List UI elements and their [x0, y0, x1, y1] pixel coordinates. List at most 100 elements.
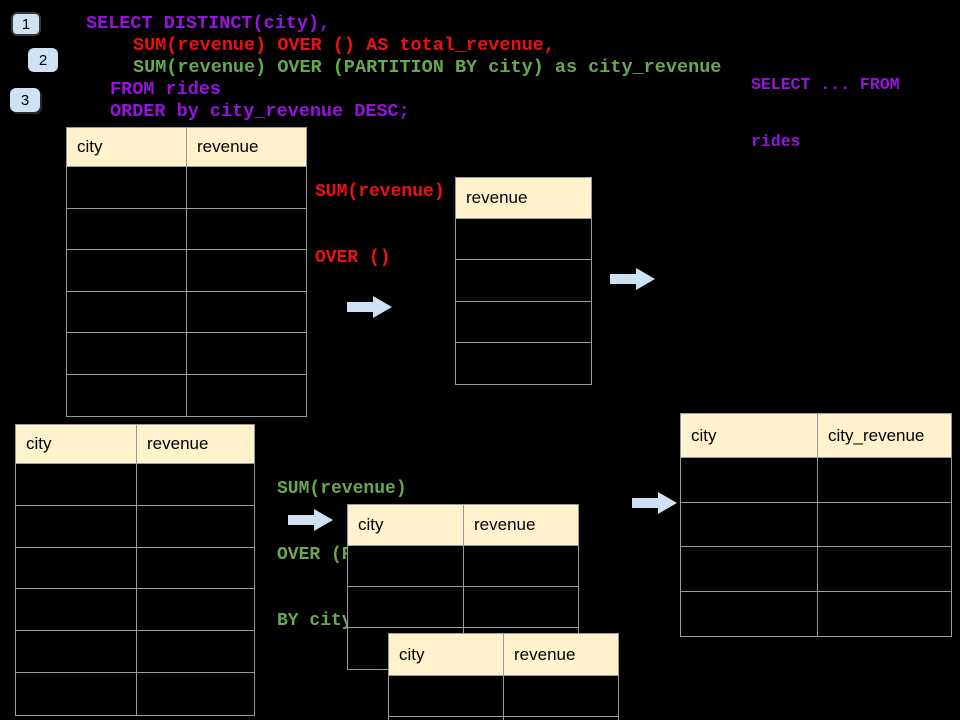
- table-cell-empty: [456, 343, 591, 384]
- sql-side-note-line: rides: [751, 132, 801, 151]
- annotation-line: OVER (): [315, 248, 391, 268]
- table-cell-empty: [67, 167, 187, 208]
- arrow-total-step-2-icon: [610, 267, 656, 291]
- column-header-city: city: [67, 128, 187, 166]
- table-cell-empty: [456, 260, 591, 300]
- table-cell-empty: [389, 717, 504, 720]
- table-row: [16, 672, 254, 715]
- sql-line-order-by: ORDER by city_revenue DESC;: [110, 101, 410, 122]
- arrow-partition-step-1-icon: [288, 508, 334, 532]
- column-header-revenue: revenue: [514, 644, 576, 664]
- table-cell-empty: [456, 302, 591, 342]
- table-cell-empty: [187, 333, 306, 374]
- table-cell-empty: [16, 547, 137, 589]
- table-cell-empty: [137, 589, 254, 630]
- table-cell-empty: [464, 587, 578, 627]
- table-cell-empty: [187, 209, 306, 250]
- source-rides-table-top: city revenue: [66, 127, 307, 417]
- table-row: [389, 676, 618, 717]
- table-row: [456, 302, 591, 343]
- column-header-city: city: [16, 425, 137, 463]
- table-cell-empty: [187, 375, 306, 417]
- table-row: [681, 591, 951, 637]
- column-header-revenue: revenue: [466, 188, 528, 207]
- table-cell-empty: [16, 672, 137, 715]
- table-row: [348, 546, 578, 587]
- sql-line-total-revenue: SUM(revenue) OVER () AS total_revenue,: [133, 35, 555, 56]
- table-row: [67, 291, 306, 333]
- source-rides-table-bottom: city revenue: [15, 424, 255, 716]
- sql-line-city-revenue: SUM(revenue) OVER (PARTITION BY city) as…: [133, 57, 722, 78]
- table-cell-empty: [67, 208, 187, 249]
- table-row: [16, 464, 254, 506]
- table-cell-empty: [137, 548, 254, 589]
- table-cell-empty: [818, 458, 951, 502]
- table-row: [67, 208, 306, 250]
- table-cell-empty: [137, 506, 254, 547]
- table-cell-empty: [16, 464, 137, 505]
- table-cell-empty: [348, 587, 464, 627]
- column-header-city: city: [348, 505, 464, 545]
- column-header-revenue: revenue: [474, 515, 536, 534]
- table-cell-empty: [16, 589, 137, 631]
- column-header-revenue: revenue: [197, 137, 259, 156]
- table-row: [681, 547, 951, 592]
- table-row: [456, 260, 591, 302]
- total-revenue-table: revenue: [455, 177, 592, 386]
- table-cell-empty: [67, 291, 187, 332]
- table-cell-empty: [456, 219, 591, 259]
- annotation-line: SUM(revenue): [277, 479, 407, 499]
- table-cell-empty: [137, 631, 254, 672]
- table-row: [456, 343, 591, 384]
- table-cell-empty: [67, 250, 187, 291]
- table-cell-empty: [16, 505, 137, 547]
- arrow-partition-step-2-icon: [632, 491, 678, 515]
- sql-side-note: SELECT ... FROM rides: [751, 37, 900, 189]
- table-row: [67, 167, 306, 209]
- table-header-row: city revenue: [348, 505, 578, 546]
- annotation-line: SUM(revenue): [315, 182, 445, 202]
- column-header-revenue: revenue: [147, 434, 209, 453]
- table-row: [16, 631, 254, 673]
- table-cell-empty: [187, 292, 306, 333]
- table-row: [67, 333, 306, 375]
- step-badge-2: 2: [28, 48, 58, 72]
- table-row: [16, 547, 254, 590]
- table-cell-empty: [16, 631, 137, 672]
- step-badge-3: 3: [10, 88, 40, 112]
- table-cell-empty: [818, 592, 951, 637]
- table-cell-empty: [681, 591, 818, 636]
- column-header-city: city: [389, 634, 504, 675]
- table-cell-empty: [137, 464, 254, 505]
- table-row: [67, 374, 306, 417]
- table-cell-empty: [187, 167, 306, 208]
- table-cell-empty: [137, 673, 254, 715]
- table-header-row: city revenue: [389, 634, 618, 676]
- table-row: [681, 502, 951, 547]
- table-row: [681, 458, 951, 503]
- table-header-row: revenue: [456, 178, 591, 219]
- table-header-row: city revenue: [67, 128, 306, 167]
- step-badge-1: 1: [11, 12, 41, 36]
- table-cell-empty: [187, 250, 306, 291]
- table-row: [389, 717, 618, 720]
- table-row: [16, 505, 254, 548]
- table-row: [348, 587, 578, 628]
- table-row: [16, 589, 254, 632]
- table-cell-empty: [464, 546, 578, 586]
- partitioned-city-table-front: city revenue: [388, 633, 619, 720]
- table-header-row: city revenue: [16, 425, 254, 464]
- table-cell-empty: [389, 676, 504, 716]
- table-cell-empty: [681, 502, 818, 546]
- table-cell-empty: [818, 547, 951, 591]
- table-cell-empty: [348, 546, 464, 586]
- column-header-city: city: [681, 414, 818, 457]
- table-cell-empty: [67, 374, 187, 416]
- table-cell-empty: [681, 547, 818, 591]
- table-cell-empty: [818, 503, 951, 547]
- total-revenue-annotation: SUM(revenue) OVER (): [315, 137, 445, 313]
- table-cell-empty: [504, 676, 618, 716]
